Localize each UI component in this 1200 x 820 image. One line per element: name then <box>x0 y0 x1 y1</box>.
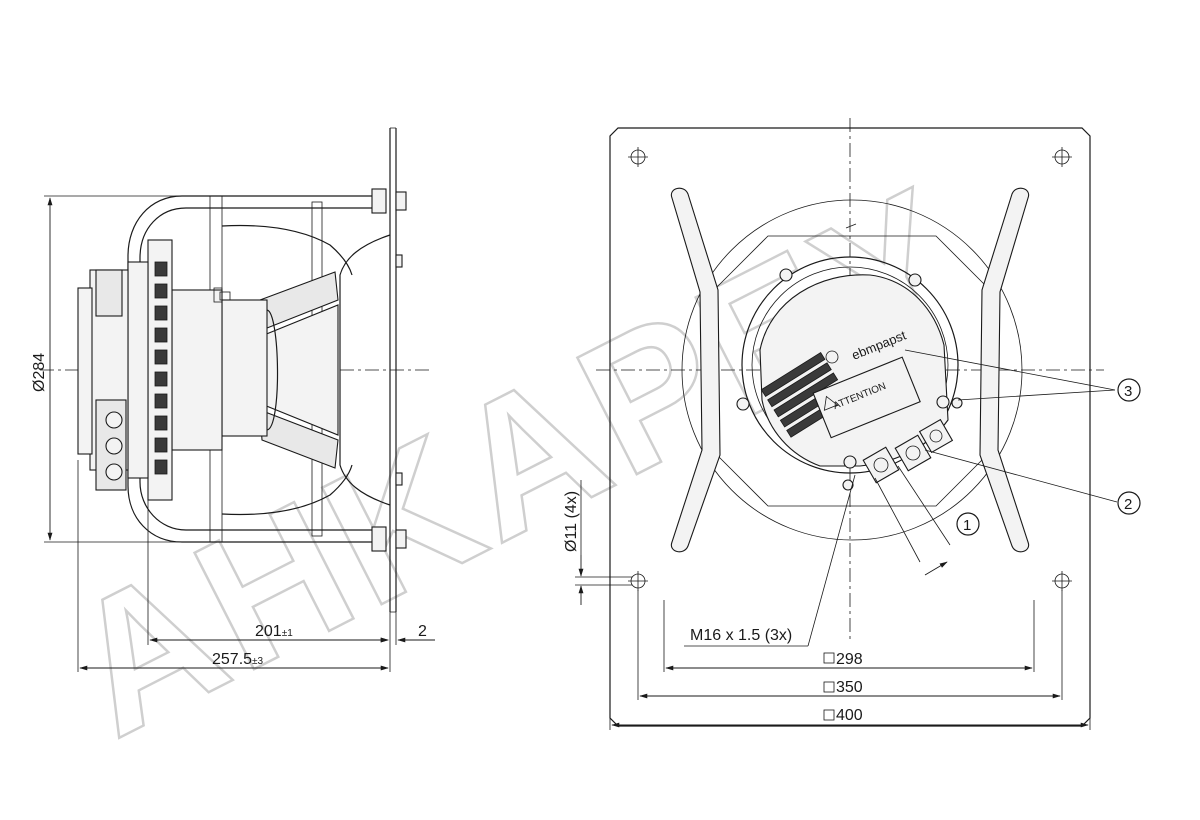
callout-1: 1 <box>963 517 971 534</box>
hole-label: Ø11 (4x) <box>563 491 580 552</box>
length-total-label: 257.5 <box>212 651 252 668</box>
dim-350: 350 <box>836 679 863 696</box>
callout-3: 3 <box>1124 383 1132 400</box>
length-total-tol: ±3 <box>252 656 263 667</box>
thread-label: M16 x 1.5 (3x) <box>690 627 792 644</box>
mounting-holes <box>628 147 1072 591</box>
cooling-fins <box>154 261 168 475</box>
side-view: Ø284 201±1 257.5±3 2 <box>31 127 435 672</box>
dim-298: 298 <box>836 651 863 668</box>
svg-text:201±1: 201±1 <box>255 623 293 640</box>
callout-2: 2 <box>1124 496 1132 513</box>
diameter-label: Ø284 <box>31 353 48 392</box>
length-inner-label: 201 <box>255 623 282 640</box>
cable-glands <box>862 418 954 484</box>
plate-thickness-label: 2 <box>418 623 427 640</box>
length-inner-tol: ±1 <box>282 628 293 639</box>
front-view: ATTENTION ebmpapst 3 2 <box>563 118 1141 730</box>
dim-400: 400 <box>836 707 863 724</box>
svg-text:257.5±3: 257.5±3 <box>212 651 264 668</box>
